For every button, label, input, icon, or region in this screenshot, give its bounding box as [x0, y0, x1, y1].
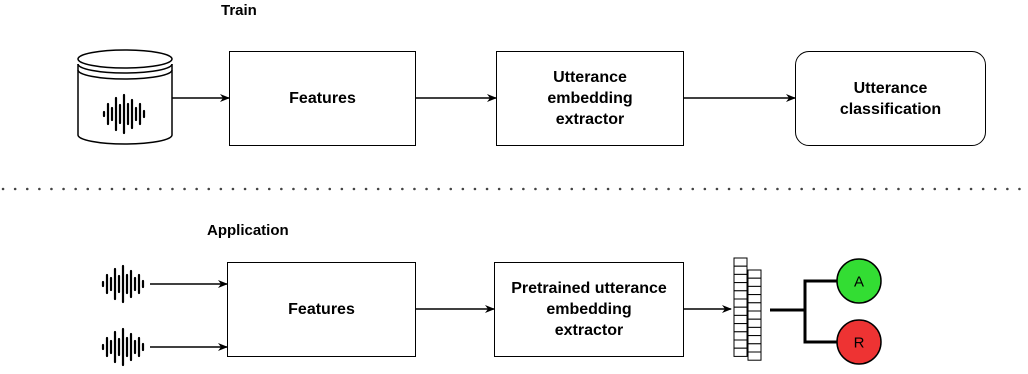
utterance-classification-label: Utterance classification: [839, 79, 942, 118]
accept-node: A: [836, 258, 882, 304]
embedding-cell: [747, 277, 762, 287]
embedding-cell: [733, 298, 748, 308]
embedding-cell: [747, 302, 762, 312]
reject-label: R: [854, 335, 865, 352]
application-section-title: Application: [207, 222, 289, 239]
waveform-icon: [101, 327, 145, 367]
train-features-box: Features: [229, 51, 416, 146]
application-features-box: Features: [227, 262, 416, 357]
waveform-icon: [101, 264, 145, 304]
embedding-cell: [733, 282, 748, 292]
embedding-cell: [747, 310, 762, 320]
pretrained-extractor-label: Pretrained utterance embedding extractor: [511, 280, 667, 339]
embedding-cell: [733, 314, 748, 325]
waveform-icon: [102, 93, 146, 135]
embedding-cell: [733, 290, 748, 300]
application-features-label: Features: [288, 301, 355, 318]
embedding-cell: [747, 269, 762, 279]
train-section-title: Train: [221, 2, 257, 19]
embedding-cell: [747, 326, 762, 337]
embedding-cell: [747, 335, 762, 345]
embedding-cell: [733, 265, 748, 275]
embedding-vectors-icon: [733, 257, 762, 361]
embedding-cell: [747, 343, 762, 353]
embedding-cell: [733, 257, 748, 267]
reject-node: R: [836, 319, 882, 365]
accept-label: A: [854, 274, 864, 291]
embedding-cell: [733, 331, 748, 341]
embedding-cell: [747, 285, 762, 296]
embedding-cell: [747, 294, 762, 304]
train-features-label: Features: [289, 90, 356, 107]
pretrained-extractor-box: Pretrained utterance embedding extractor: [494, 262, 684, 357]
embedding-cell: [747, 351, 762, 361]
decision-tree-connector: [770, 279, 837, 344]
embedding-cell: [747, 318, 762, 328]
embedding-cell: [733, 339, 748, 349]
embedding-cell: [733, 323, 748, 333]
embedding-cell: [733, 306, 748, 316]
train-extractor-label: Utterance embedding extractor: [547, 69, 633, 128]
embedding-cell: [733, 273, 748, 284]
embedding-cell: [733, 347, 748, 357]
